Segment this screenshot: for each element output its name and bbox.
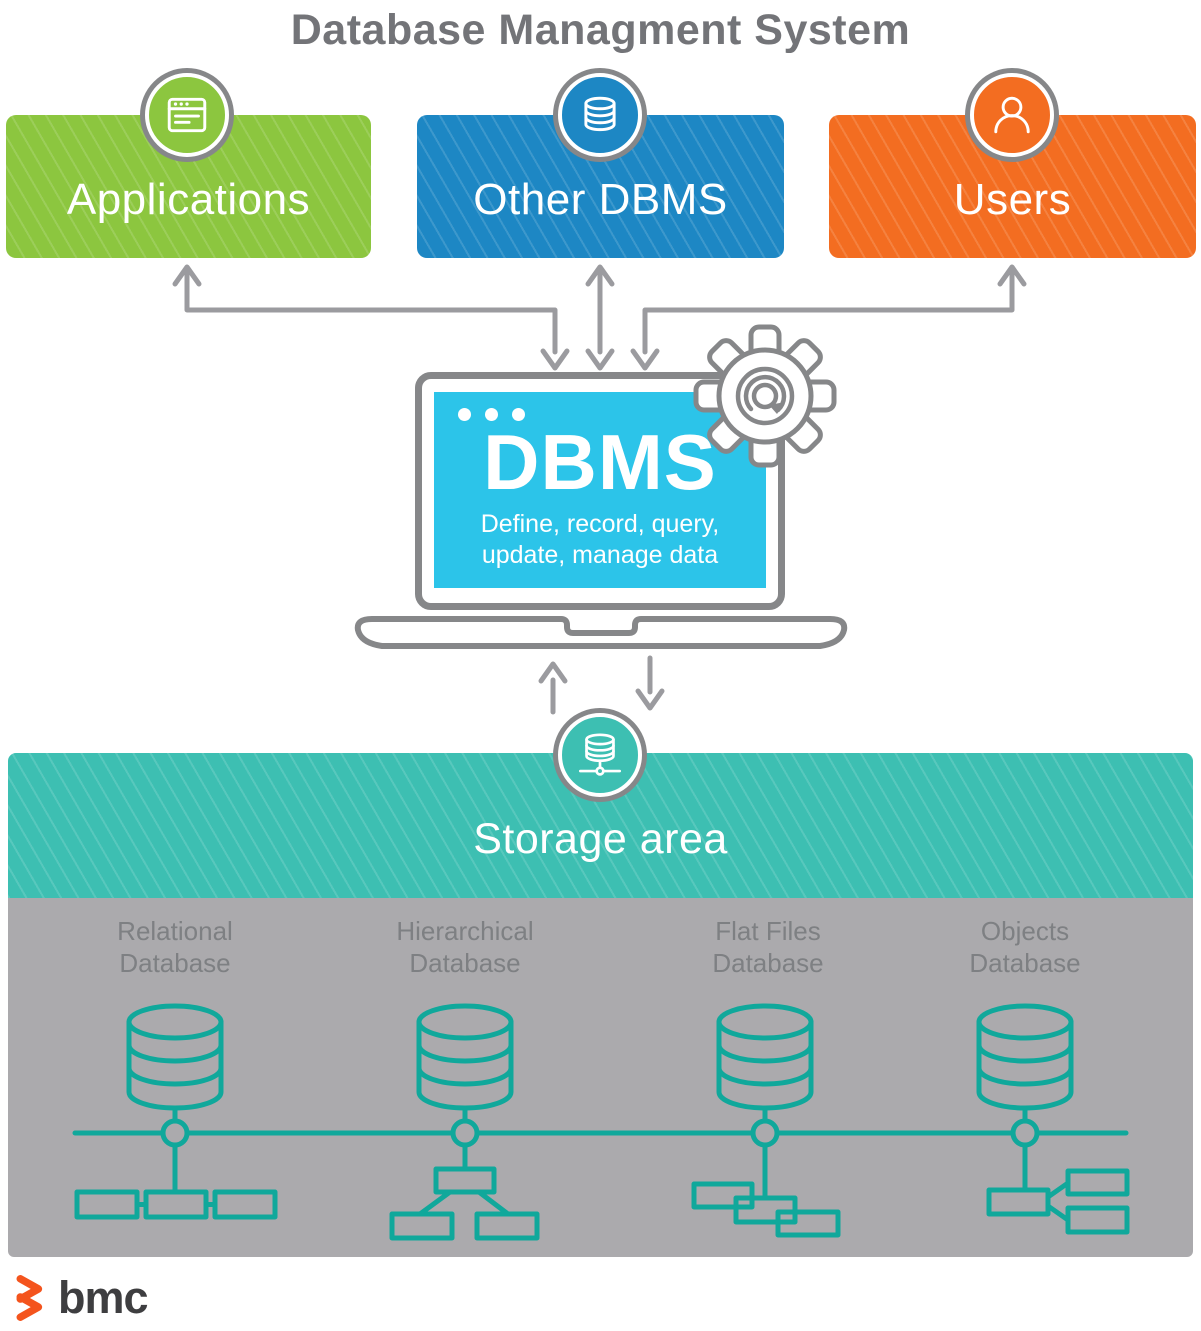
brand-footer: bmc — [16, 1272, 149, 1324]
browser-window-icon — [167, 97, 207, 133]
applications-badge — [145, 73, 229, 157]
applications-label: Applications — [66, 174, 311, 224]
users-label: Users — [953, 174, 1072, 224]
applications-connector — [184, 269, 558, 355]
arrow-down-icon — [585, 348, 615, 371]
arrow-up-icon — [538, 661, 568, 684]
arrow-up-icon — [585, 264, 615, 287]
dbms-title: DBMS — [483, 418, 717, 506]
storage-badge — [558, 713, 642, 797]
users-badge — [970, 73, 1054, 157]
users-box: Users — [829, 115, 1196, 258]
objects-database-label: Objects Database — [969, 916, 1081, 978]
other-dbms-label: Other DBMS — [473, 174, 728, 224]
window-dots-icon — [458, 408, 525, 421]
arrow-up-icon — [172, 264, 202, 287]
arrow-down-icon — [630, 348, 660, 371]
arrow-up-icon — [997, 264, 1027, 287]
brand-name: bmc — [58, 1272, 149, 1323]
diagram-title: Database Managment System — [290, 6, 911, 54]
flat-files-database-label: Flat Files Database — [712, 916, 824, 978]
storage-area-label: Storage area — [473, 815, 728, 863]
database-network-icon — [578, 733, 622, 776]
laptop-screen: DBMS Define, record, query, update, mana… — [415, 372, 785, 610]
other-dbms-badge — [558, 73, 642, 157]
users-connector — [642, 269, 1015, 355]
hierarchical-database-label: Hierarchical Database — [396, 916, 534, 978]
user-icon — [994, 96, 1030, 134]
dbms-description: Define, record, query, update, manage da… — [480, 509, 720, 569]
database-icon — [584, 96, 616, 132]
bmc-logo-icon — [16, 1275, 43, 1321]
relational-database-label: Relational Database — [117, 916, 233, 978]
dbms-screen: DBMS Define, record, query, update, mana… — [434, 392, 766, 588]
arrow-down-icon — [635, 688, 665, 711]
arrow-down-icon — [540, 348, 570, 371]
laptop-base — [354, 616, 848, 649]
